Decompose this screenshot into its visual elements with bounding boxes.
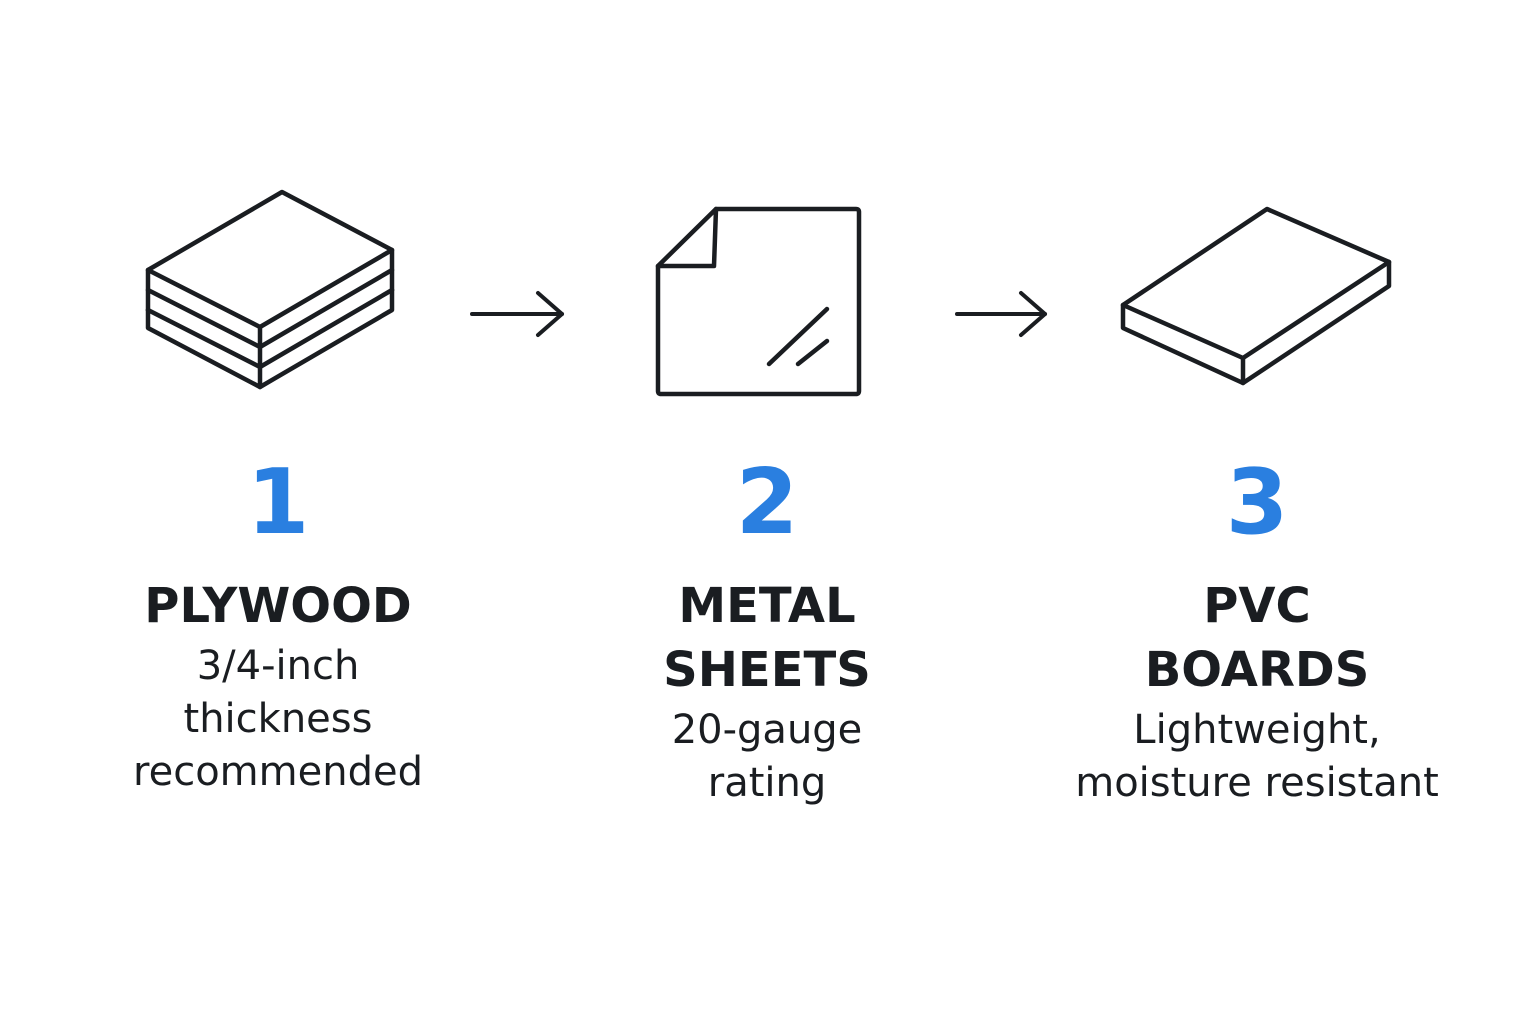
step-description: 20-gauge rating (557, 704, 977, 810)
step-plywood: 1 PLYWOOD 3/4-inch thickness recommended (68, 440, 488, 799)
step-number: 2 (735, 450, 799, 555)
step-description-line: recommended (133, 749, 423, 795)
board-icon (1120, 206, 1392, 386)
step-pvc-boards: 3 PVC BOARDS Lightweight, moisture resis… (1047, 440, 1467, 810)
step-description-line: thickness (183, 696, 373, 742)
arrow-right-icon (470, 291, 564, 337)
step-metal-sheets: 2 METAL SHEETS 20-gauge rating (557, 440, 977, 810)
step-title-line: METAL (678, 578, 856, 634)
step-title-line: PVC (1203, 578, 1311, 634)
step-description-line: moisture resistant (1075, 760, 1439, 806)
arrow-right-icon (955, 291, 1047, 337)
step-number: 1 (246, 450, 310, 555)
step-description: 3/4-inch thickness recommended (68, 640, 488, 799)
step-title-line: PLYWOOD (144, 578, 412, 634)
step-description-line: 20-gauge (671, 707, 863, 753)
step-description-line: rating (707, 760, 827, 806)
step-description: Lightweight, moisture resistant (1047, 704, 1467, 810)
step-number: 3 (1225, 450, 1289, 555)
step-description-line: Lightweight, (1133, 707, 1381, 753)
stacked-sheets-icon (145, 189, 395, 390)
step-title: PLYWOOD (68, 574, 488, 638)
step-title-line: BOARDS (1144, 642, 1370, 698)
step-title-line: SHEETS (663, 642, 871, 698)
step-description-line: 3/4-inch (196, 643, 360, 689)
metal-sheet-icon (655, 206, 862, 397)
step-title: PVC BOARDS (1047, 574, 1467, 702)
step-title: METAL SHEETS (557, 574, 977, 702)
